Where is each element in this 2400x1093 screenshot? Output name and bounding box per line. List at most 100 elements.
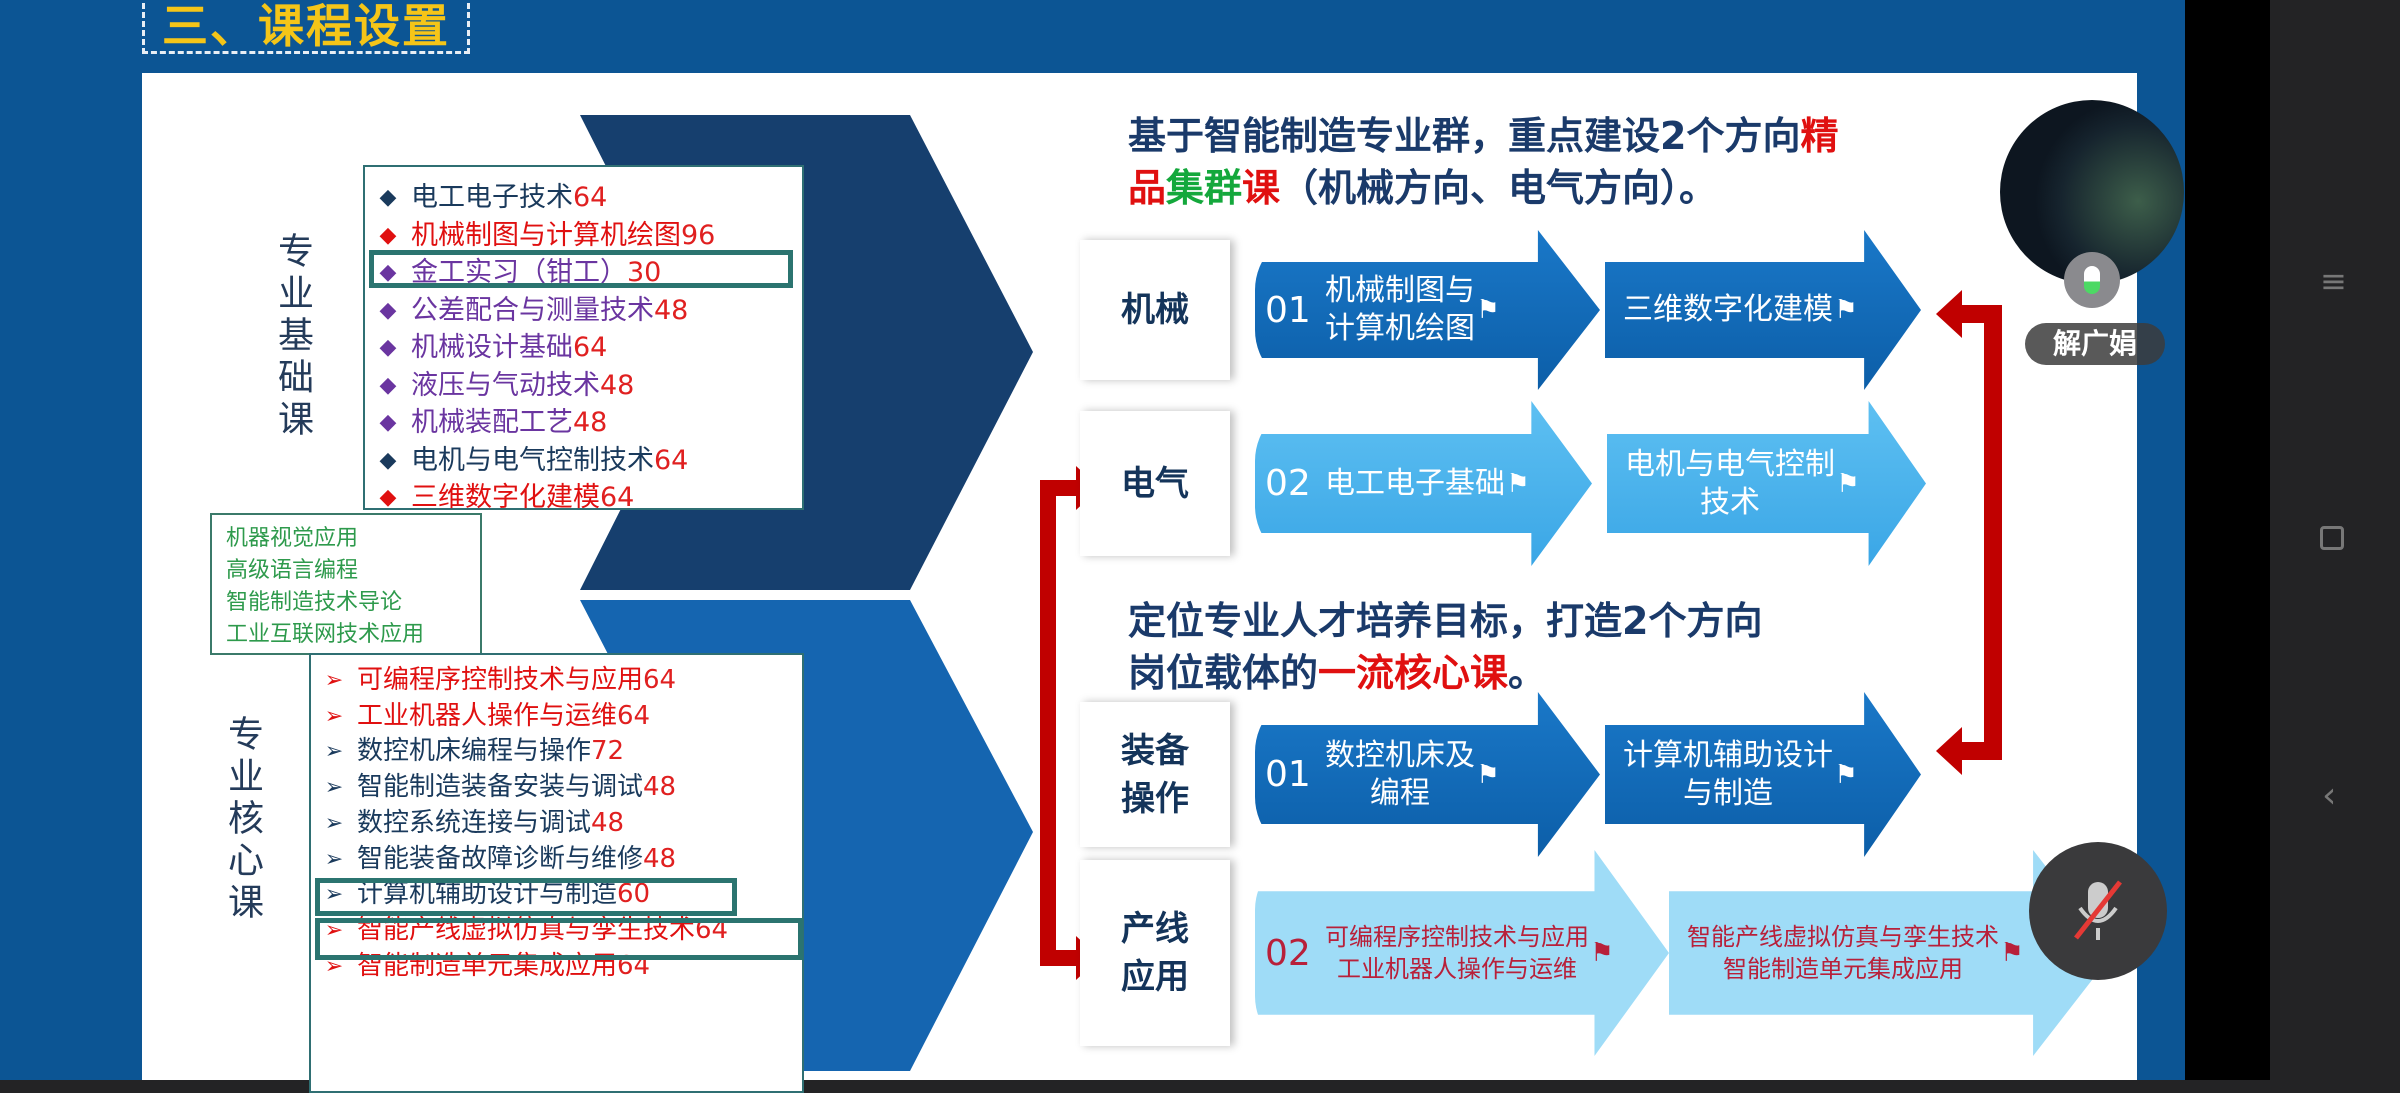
mute-button[interactable] xyxy=(2029,842,2167,980)
highlight-frame xyxy=(315,918,803,960)
heading-text: （机械方向、电气方向）。 xyxy=(1280,166,1718,210)
bullet-icon: ◆ xyxy=(379,335,397,360)
heading-quality-courses: 基于智能制造专业群，重点建设2个方向精 品集群课（机械方向、电气方向）。 xyxy=(1128,110,2178,214)
letterbox xyxy=(2185,0,2270,1080)
row-label: 电气 xyxy=(1080,411,1230,556)
course-hours: 30 xyxy=(627,257,662,288)
muted-mic-icon xyxy=(2074,880,2122,940)
bullet-icon: ➢ xyxy=(324,739,344,765)
heading-red: 课 xyxy=(1242,166,1281,210)
elective-item: 智能制造技术导论 xyxy=(226,590,403,615)
mic-icon[interactable] xyxy=(2064,252,2120,308)
elective-item: 机器视觉应用 xyxy=(226,526,359,551)
bullet-icon: ◆ xyxy=(379,260,397,285)
highlight-frame xyxy=(369,250,793,288)
bullet-icon: ◆ xyxy=(379,372,397,398)
flag-icon: ⚑ xyxy=(1476,759,1500,790)
course-hours: 72 xyxy=(591,736,625,767)
flag-icon: ⚑ xyxy=(2000,938,2024,968)
flag-icon: ⚑ xyxy=(1476,295,1500,325)
course-hours: 48 xyxy=(643,843,677,874)
course-hours: 64 xyxy=(573,332,608,363)
bullet-icon: ➢ xyxy=(324,882,344,908)
course-hours: 64 xyxy=(643,665,677,696)
row-number: 01 xyxy=(1265,754,1311,795)
row-label: 装备 操作 xyxy=(1080,702,1230,847)
flag-icon: ⚑ xyxy=(1506,468,1530,499)
course-name: 机械制图与计算机绘图 xyxy=(411,219,681,251)
bullet-icon: ➢ xyxy=(324,668,344,694)
course-name: 机械设计基础 xyxy=(411,332,573,363)
flag-icon: ⚑ xyxy=(1836,468,1860,499)
course-item: ◆ 金工实习（钳工）30 xyxy=(365,254,802,292)
participant-name: 解广娟 xyxy=(2025,323,2165,365)
course-name: 公差配合与测量技术 xyxy=(411,294,654,326)
bullet-icon: ➢ xyxy=(324,846,344,872)
menu-icon[interactable]: ≡ xyxy=(2320,262,2347,300)
back-icon[interactable]: ‹ xyxy=(2322,775,2337,816)
navigation-bar: ≡ ‹ xyxy=(2270,0,2400,1080)
course-hours: 64 xyxy=(600,482,635,513)
heading-text: 岗位载体的 xyxy=(1128,651,1319,695)
course-hours: 48 xyxy=(600,369,635,401)
row-number: 01 xyxy=(1265,289,1311,331)
course-name: 液压与气动技术 xyxy=(411,369,600,401)
right-red-bracket xyxy=(1936,290,2002,775)
highlight-frame xyxy=(315,878,737,916)
course-hours: 96 xyxy=(681,219,716,251)
bullet-icon: ➢ xyxy=(324,703,344,729)
course-item: ◆机械装配工艺 48 xyxy=(365,404,802,442)
flag-icon: ⚑ xyxy=(1834,759,1858,790)
course-hours: 60 xyxy=(617,879,651,910)
row-number: 02 xyxy=(1265,463,1311,504)
course-text: 电机与电气控制 技术 xyxy=(1625,446,1835,520)
elective-item: 工业互联网技术应用 xyxy=(226,622,425,647)
heading-core-courses: 定位专业人才培养目标，打造2个方向 岗位载体的一流核心课。 xyxy=(1128,595,2178,699)
slide-title: 三、课程设置 xyxy=(162,0,450,53)
course-name: 电机与电气控制技术 xyxy=(411,444,654,476)
course-name: 智能装备故障诊断与维修 xyxy=(357,843,644,874)
heading-red: 一流核心课 xyxy=(1318,651,1509,695)
course-hours: 64 xyxy=(654,444,689,476)
course-name: 工业机器人操作与运维 xyxy=(357,700,618,731)
bullet-icon: ➢ xyxy=(324,810,344,836)
course-text: 机械制图与 计算机绘图 xyxy=(1325,273,1475,346)
course-name: 数控机床编程与操作 xyxy=(357,736,592,767)
recents-icon[interactable] xyxy=(2320,526,2344,550)
elective-item: 高级语言编程 xyxy=(226,558,359,583)
bullet-icon: ◆ xyxy=(379,410,397,435)
bullet-icon: ➢ xyxy=(324,775,344,801)
course-name: 三维数字化建模 xyxy=(411,482,600,513)
course-hours: 48 xyxy=(591,807,625,838)
course-hours: 64 xyxy=(617,700,651,731)
course-name: 可编程序控制技术与应用 xyxy=(357,665,644,696)
core-label: 专业核心课 xyxy=(222,715,263,925)
slide-title-box: 三、课程设置 xyxy=(142,0,470,54)
course-hours: 64 xyxy=(573,182,608,213)
flag-icon: ⚑ xyxy=(1590,938,1614,968)
bullet-icon: ➢ xyxy=(324,917,344,943)
course-name: 电工电子技术 xyxy=(411,182,573,213)
course-name: 智能制造装备安装与调试 xyxy=(357,772,644,803)
course-text: 电工电子基础 xyxy=(1325,465,1505,501)
course-name: 金工实习（钳工） xyxy=(411,257,627,288)
course-name: 数控系统连接与调试 xyxy=(357,807,592,838)
bullet-icon: ◆ xyxy=(379,485,397,510)
course-item: ◆电工电子技术 64 xyxy=(365,179,802,217)
bullet-icon: ◆ xyxy=(379,297,397,323)
course-text: 可编程序控制技术与应用 工业机器人操作与运维 xyxy=(1325,923,1589,983)
heading-red: 品 xyxy=(1128,166,1167,210)
heading-text: 基于智能制造专业群，重点建设2个方向 xyxy=(1128,114,1801,158)
